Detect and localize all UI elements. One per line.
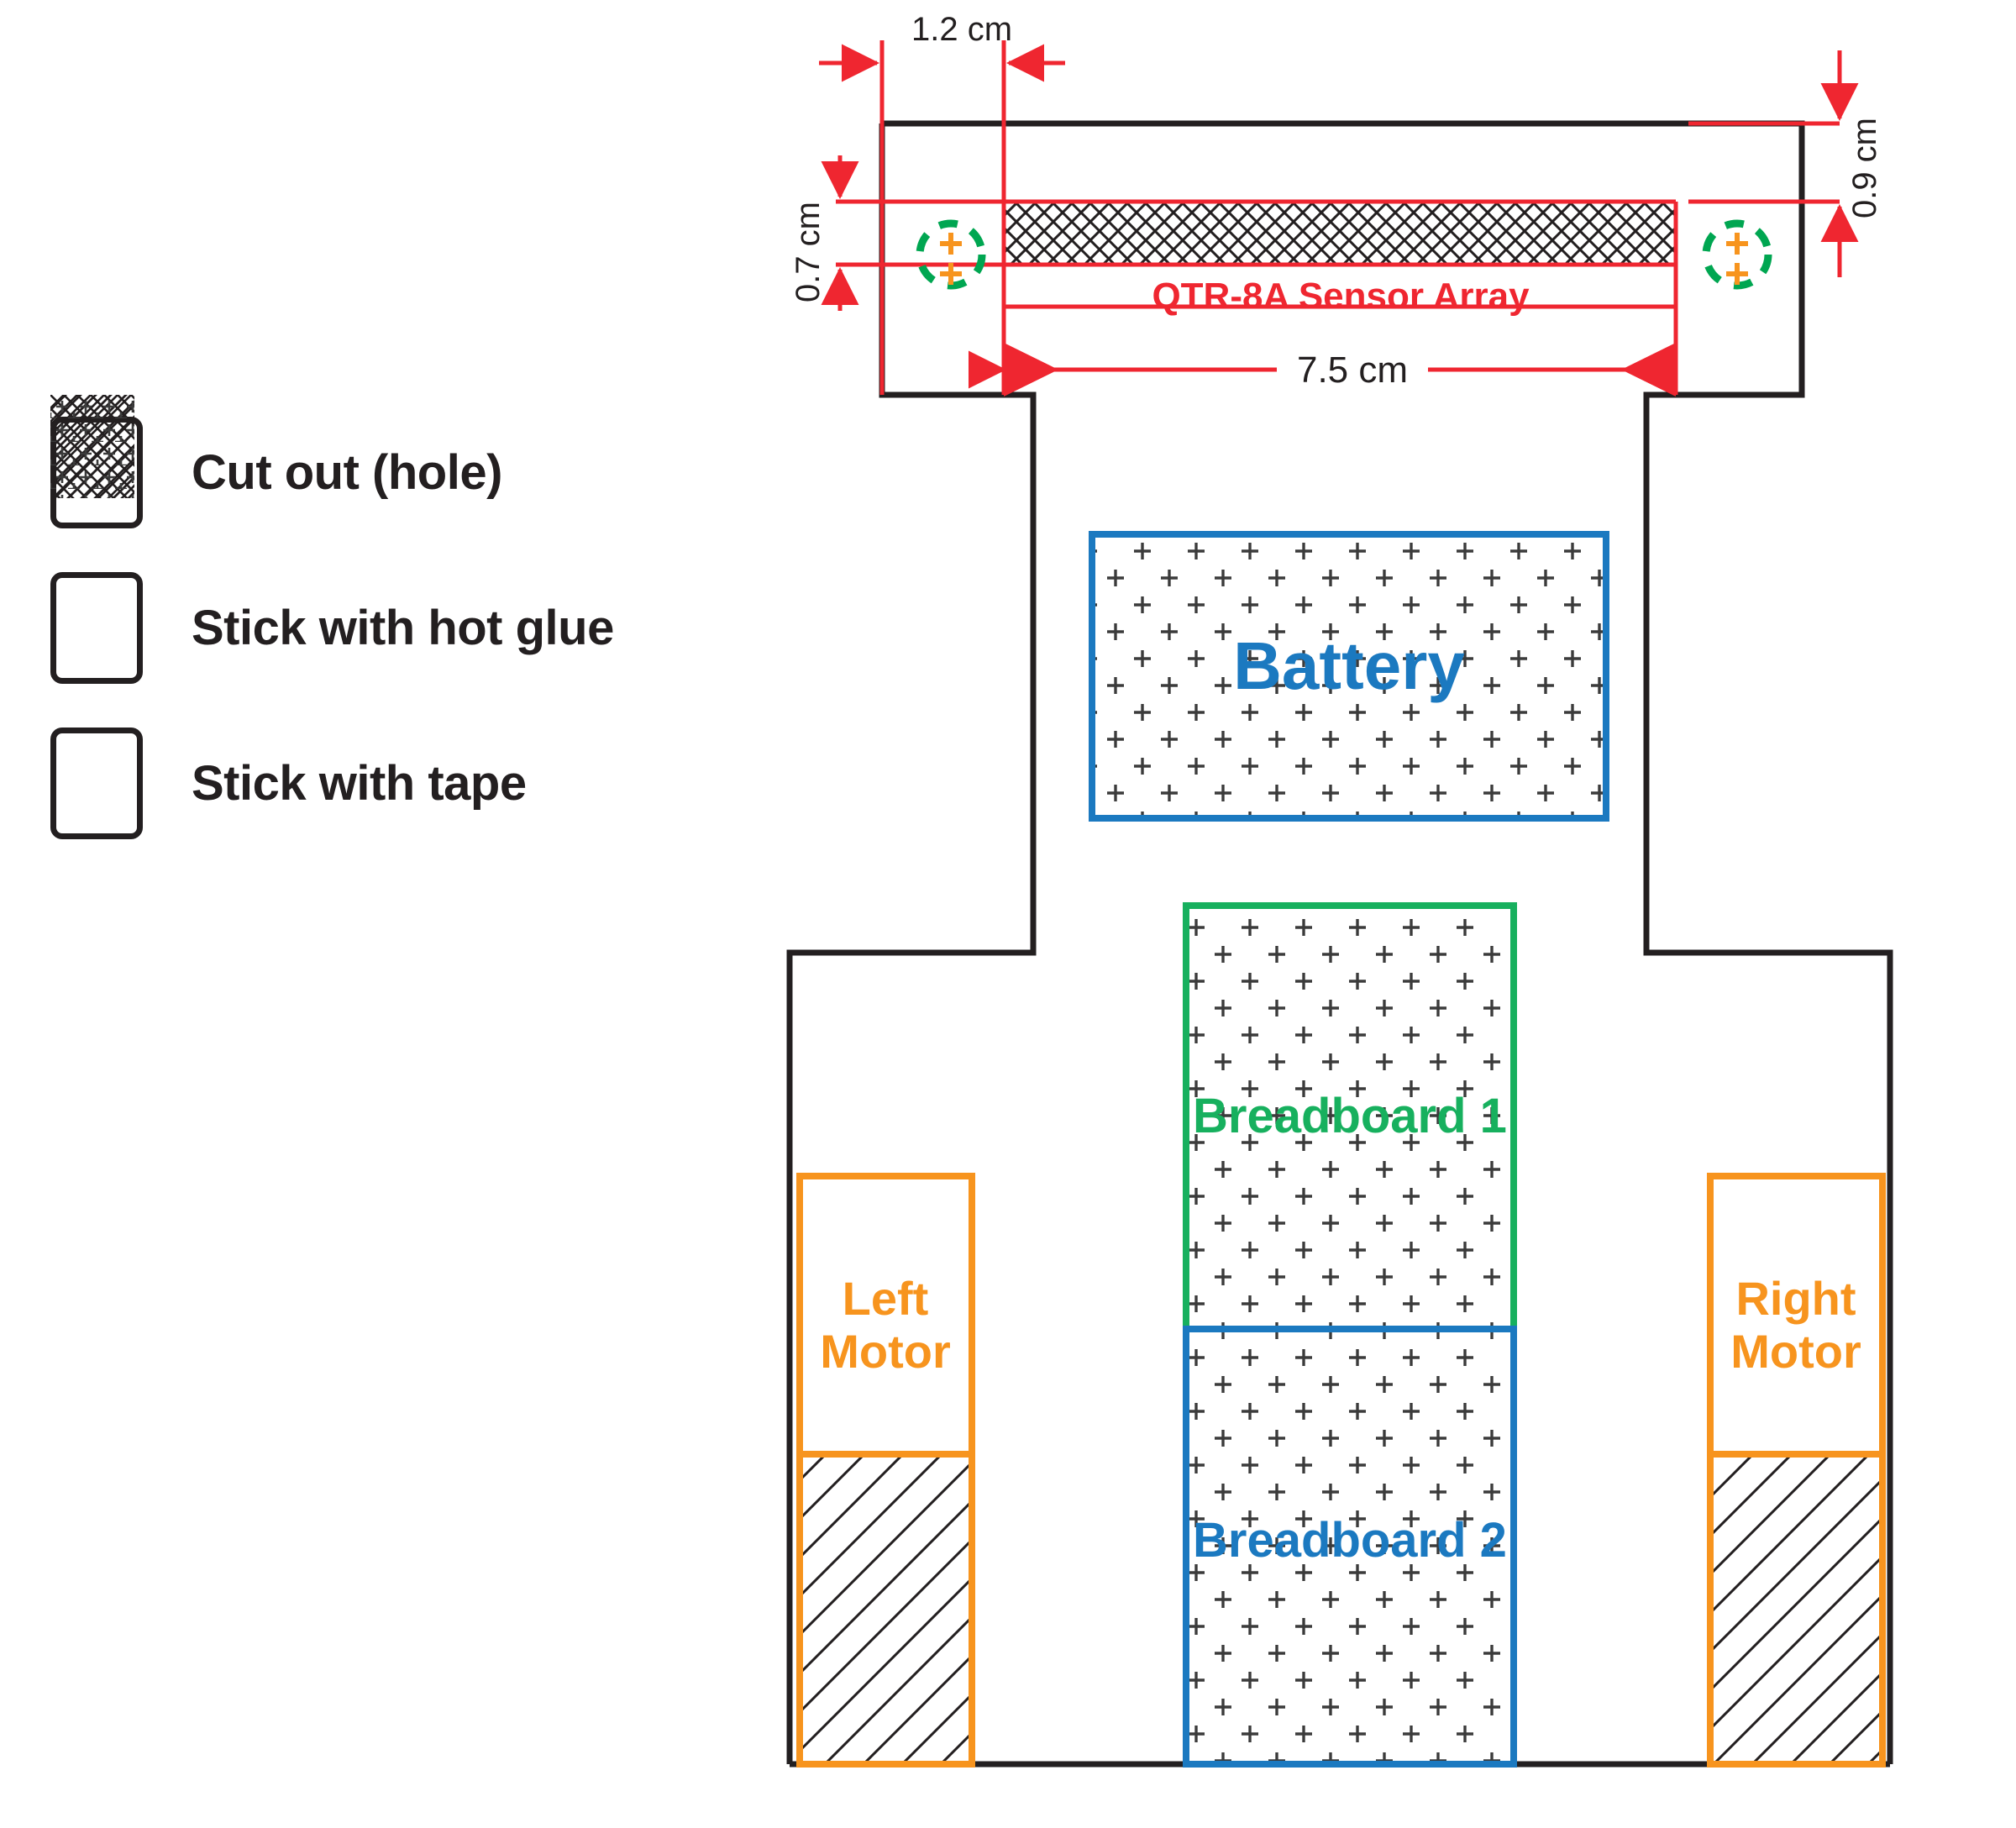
dimension-label-1-2cm: 1.2 cm [911,11,1012,48]
dimension-label-7-5cm: 7.5 cm [1297,349,1408,391]
battery-component[interactable]: Battery [1089,531,1609,822]
legend: Cut out (hole) Stick with hot glue [50,395,614,861]
left-motor-component[interactable]: Left Motor [796,1173,975,1768]
sensor-cutout-region [1004,202,1676,265]
dimension-label-0-7cm: 0.7 cm [790,202,827,302]
right-motor-glue-zone [1714,1458,1879,1761]
screw-hole-marker-right [1702,219,1772,290]
left-motor-glue-zone [803,1458,969,1761]
left-motor-label-line1: Left [843,1272,929,1325]
right-motor-component[interactable]: Right Motor [1707,1173,1886,1768]
battery-label: Battery [1233,628,1465,703]
left-motor-label-line2: Motor [820,1325,951,1378]
breadboard-2-label: Breadboard 2 [1193,1513,1507,1568]
breadboard-1-component[interactable]: Breadboard 1 [1183,902,1517,1332]
dimension-label-0-9cm: 0.9 cm [1846,118,1883,218]
screw-hole-marker-left [916,219,986,290]
legend-item-tape: Stick with tape [50,395,614,861]
right-motor-label-line2: Motor [1730,1325,1861,1378]
dimension-lines [819,40,1859,397]
sensor-array-label: QTR-8A Sensor Array [1152,276,1530,317]
right-motor-label-line1: Right [1735,1272,1856,1325]
plus-dots-swatch [50,395,143,839]
breadboard-2-component[interactable]: Breadboard 2 [1183,1326,1517,1768]
legend-label-cut-out: Cut out (hole) [192,445,502,500]
breadboard-1-label: Breadboard 1 [1193,1089,1507,1143]
legend-label-hot-glue: Stick with hot glue [192,601,614,655]
legend-label-tape: Stick with tape [192,756,527,811]
